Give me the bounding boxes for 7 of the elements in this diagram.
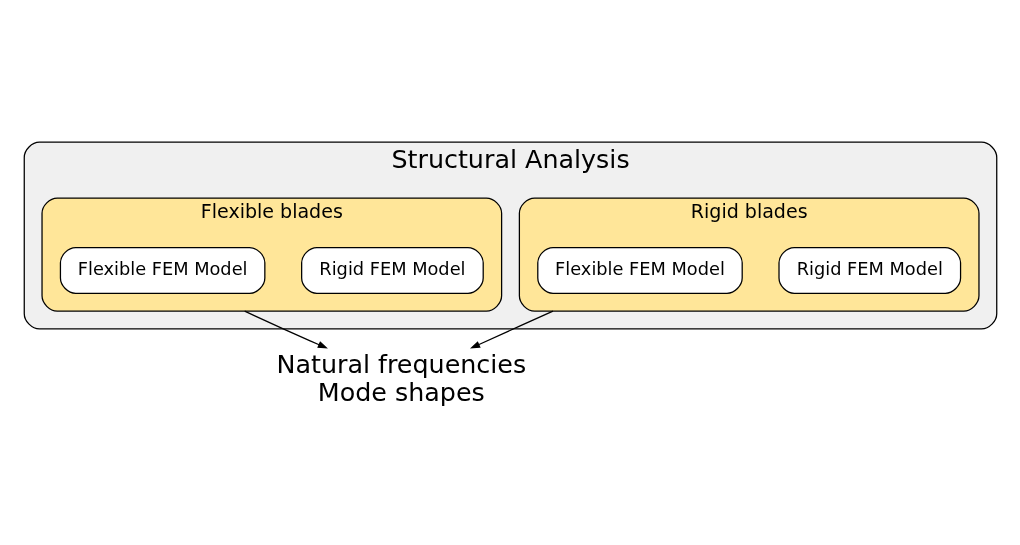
arrow (243, 309, 328, 349)
node-box: Rigid FEM Model (777, 246, 961, 294)
node-box: Flexible FEM Model (59, 246, 265, 294)
node-box: Rigid FEM Model (300, 246, 484, 294)
arrow (469, 309, 554, 349)
node-text: Natural frequencies Mode shapes (275, 348, 526, 407)
node-box: Flexible FEM Model (536, 246, 743, 294)
